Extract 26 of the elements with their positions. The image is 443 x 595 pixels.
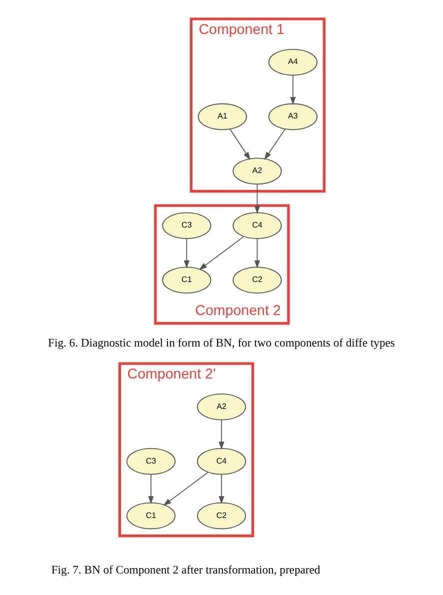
node-ellipse: C2 [196,502,246,530]
label: Fig. 7. BN of Component 2 after transformation, prepared [51,563,320,576]
arrow [264,128,286,160]
arrow [148,474,154,504]
node-ellipse: A3 [268,103,318,130]
arrow [163,472,208,506]
node-ellipse: A2 [196,393,246,420]
node-ellipse: C1 [162,266,212,294]
node-ellipse: C3 [126,448,176,475]
arrow [254,238,260,268]
node-ellipse: A4 [268,48,318,76]
node-ellipse: C3 [162,212,212,240]
node-ellipse: C4 [232,212,282,240]
node-ellipse: C2 [232,266,282,294]
arrow [290,74,296,105]
arrow [230,128,250,160]
node-ellipse: C4 [196,448,246,475]
node-ellipse: C1 [126,502,176,530]
arrow [184,238,190,268]
arrow [254,184,260,214]
arrow [218,420,224,450]
arrow [198,236,244,270]
node-ellipse: A1 [198,103,247,130]
label: Fig. 6. Diagnostic model in form of BN, for two components of diffe types [48,336,395,350]
arrow [218,474,224,504]
node-ellipse: A2 [232,158,282,185]
